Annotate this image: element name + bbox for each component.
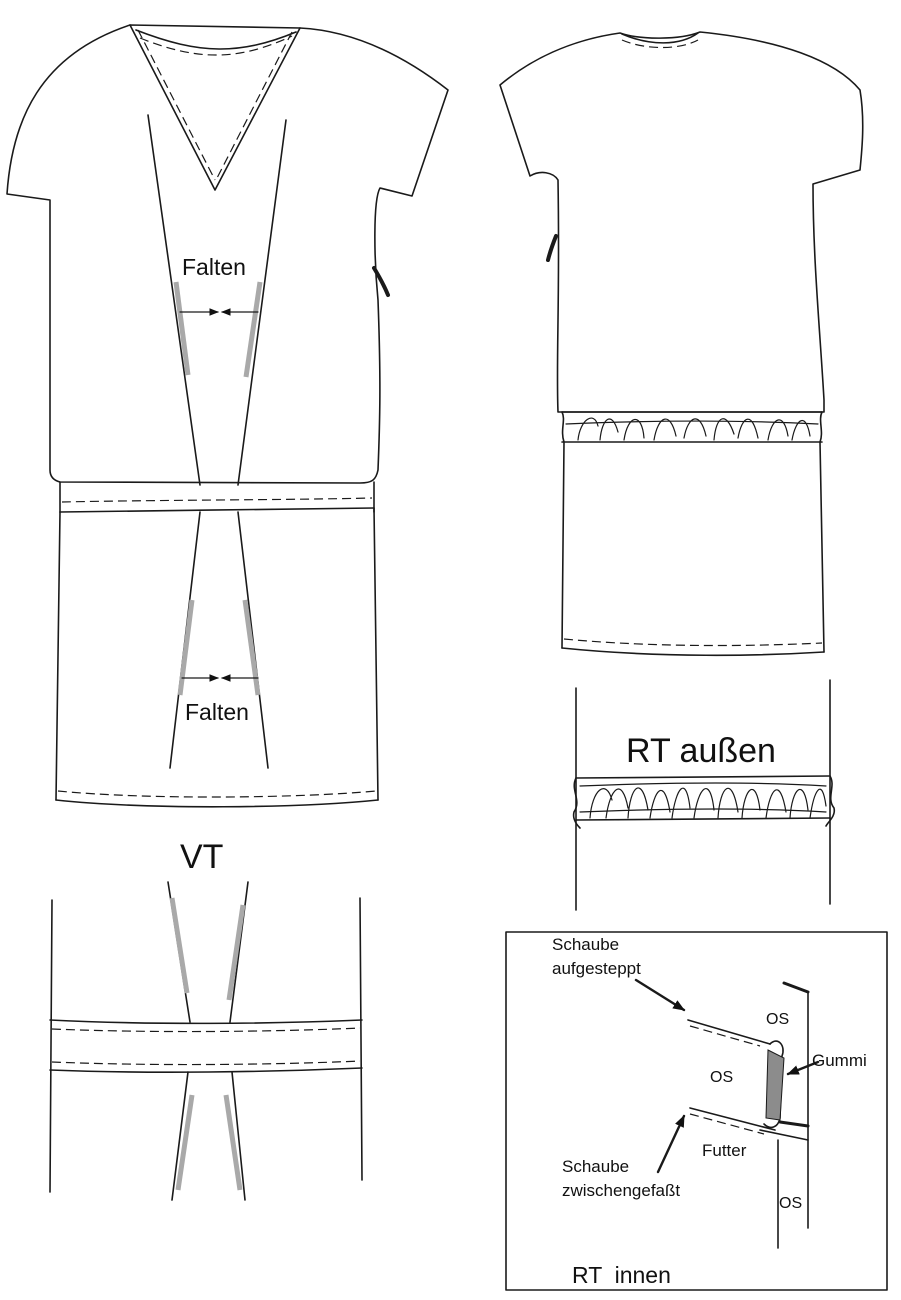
front-skirt-right-side [373, 507, 379, 801]
back-outside-detail: RT außen [572, 679, 836, 911]
label-falten-bottom: Falten [185, 699, 249, 725]
detail-band-stitch-top [51, 1027, 361, 1033]
front-neckline-stitch-left [137, 29, 216, 181]
label-schaube-aufgesteppt-1: Schaube [552, 935, 619, 954]
front-bodice-outline [6, 24, 449, 484]
label-os-bottom: OS [779, 1195, 802, 1212]
rt-aussen-band-inner-top [579, 782, 827, 787]
sleeve-mark-back [546, 234, 558, 262]
front-fold-marker-left-top [173, 281, 191, 376]
front-panel-line-right [237, 119, 287, 486]
label-vt: VT [180, 838, 223, 876]
rt-innen-casing-top [687, 1019, 771, 1045]
front-fold-marker-right-top [243, 281, 263, 378]
rt-aussen-band-bottom [575, 817, 831, 821]
front-skirt-panel-right [237, 511, 269, 769]
back-gather-band-left [561, 411, 565, 443]
detail-panel-bottom-left [171, 1071, 189, 1201]
back-skirt-hem [561, 647, 825, 657]
back-gathers [577, 417, 811, 441]
label-rt-aussen: RT außen [626, 732, 776, 770]
detail-right-side [359, 897, 363, 1181]
rt-aussen-band-top [575, 775, 831, 779]
front-v-neckline [129, 24, 301, 191]
label-gummi: Gummi [812, 1051, 867, 1070]
back-gather-band-inner [565, 420, 819, 425]
rt-innen-casing-bottom [689, 1107, 776, 1131]
rt-innen-casing-bottom-stitch [689, 1113, 765, 1135]
arrow-gummi [786, 1060, 820, 1076]
back-skirt-left-side [561, 441, 565, 649]
label-falten-top: Falten [182, 254, 246, 280]
front-panel-line-left [147, 114, 201, 486]
label-rt-innen: RT innen [572, 1262, 671, 1288]
detail-panel-bottom-right [231, 1071, 246, 1201]
front-skirt-left-side [55, 511, 61, 801]
back-skirt-hem-stitch [563, 638, 823, 647]
back-neckline-stitch [621, 39, 699, 49]
arrow-schaube-aufgesteppt [634, 978, 686, 1012]
detail-fold-marker-1 [169, 897, 190, 994]
back-gather-band-right [819, 411, 823, 443]
back-skirt-right-side [819, 441, 825, 653]
rt-innen-elastic [765, 1049, 785, 1121]
back-neck-inner [621, 32, 699, 44]
detail-band-stitch-bottom [51, 1060, 361, 1066]
detail-band-top [49, 1019, 363, 1025]
front-fold-marker-right-bottom [242, 599, 261, 696]
detail-band-bottom [49, 1067, 363, 1073]
back-view [499, 31, 864, 657]
front-view: Falten Falten VT [6, 24, 449, 876]
rt-aussen-band-left-edge [572, 777, 581, 829]
front-neck-back-stitch [139, 35, 293, 56]
rt-innen-lining-line [778, 1120, 810, 1128]
label-schaube-zwischengefasst-1: Schaube [562, 1157, 629, 1176]
back-bodice-outline [499, 31, 864, 413]
detail-fold-marker-4 [223, 1094, 243, 1191]
front-fold-marker-left-bottom [177, 599, 195, 696]
detail-fold-marker-2 [226, 904, 246, 1001]
detail-left-side [49, 899, 53, 1193]
front-skirt-hem [55, 799, 379, 808]
front-neck-back-edge [135, 29, 297, 50]
label-schaube-aufgesteppt-2: aufgesteppt [552, 959, 641, 978]
rt-aussen-band-inner-bottom [579, 808, 827, 813]
front-waist-detail [49, 881, 363, 1201]
rt-innen-top-stub [782, 981, 810, 994]
rt-aussen-gathers [589, 787, 827, 819]
detail-panel-top-right [229, 881, 249, 1023]
rt-innen-casing-top-stitch [689, 1025, 761, 1047]
rt-aussen-band-right-edge [825, 775, 836, 827]
detail-fold-marker-3 [175, 1094, 195, 1191]
arrow-schaube-zwischengefasst [656, 1114, 686, 1174]
front-waistband-stitch [61, 497, 373, 503]
label-os-middle: OS [710, 1069, 733, 1086]
label-futter: Futter [702, 1141, 747, 1160]
rt-innen-lining [759, 1129, 809, 1141]
front-waistband-seam [59, 507, 375, 513]
front-skirt-hem-stitch [57, 790, 377, 798]
label-os-top: OS [766, 1011, 789, 1028]
back-inside-detail: Schaube aufgesteppt Schaube zwischengefa… [505, 931, 888, 1291]
rt-innen-frame [505, 931, 888, 1291]
sleeve-mark-front [372, 266, 390, 297]
label-schaube-zwischengefasst-2: zwischengefaßt [562, 1181, 680, 1200]
